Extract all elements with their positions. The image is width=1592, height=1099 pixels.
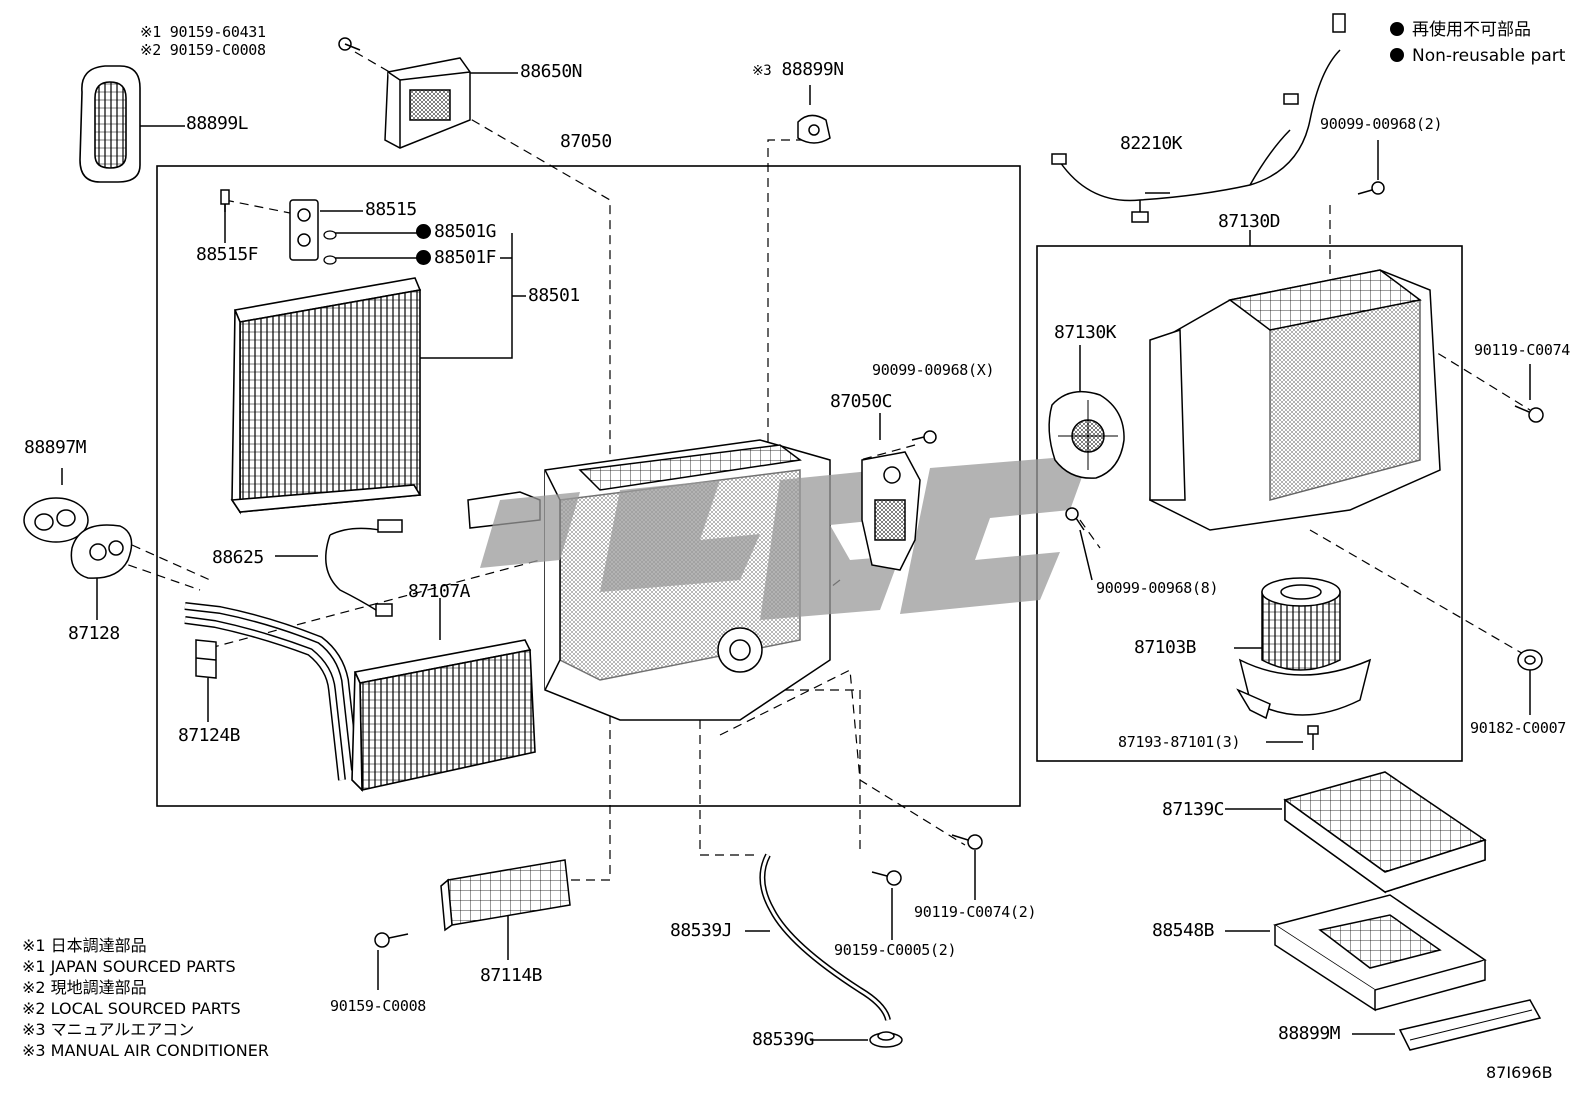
label-90099-00968-X[interactable]: 90099-00968(X) [872,361,995,379]
part-screw-90099-2 [1357,181,1385,195]
part-87103B-blower [1236,577,1372,720]
bullet-icon [1390,48,1404,62]
label-90099-00968-2[interactable]: 90099-00968(2) [1320,115,1443,133]
label-88650N[interactable]: 88650N [520,61,583,82]
part-screw-90159-C0005 [871,870,902,886]
footnote-2-jp: ※2 現地調達部品 [22,978,147,997]
part-88501-evaporator [230,277,422,515]
part-87139C-filter [1283,771,1487,894]
label-90099-00968-8[interactable]: 90099-00968(8) [1096,579,1219,597]
part-87050C-actuator [861,451,921,571]
label-90182-C0007[interactable]: 90182-C0007 [1470,719,1567,737]
part-screw-90119-C0074 [1514,405,1544,423]
label-87130K[interactable]: 87130K [1054,322,1117,343]
part-screw-90159-C0008 [374,932,409,948]
label-88501G[interactable]: 88501G [416,222,497,242]
label-87050[interactable]: 87050 [560,131,612,152]
label-87128[interactable]: 87128 [68,623,120,644]
part-87130K-cover [1048,390,1125,479]
label-90119-C0074[interactable]: 90119-C0074 [1474,341,1571,359]
label-88515F[interactable]: 88515F [196,244,259,265]
part-88899N-clip [797,114,831,144]
part-88899L-cover [79,65,141,183]
part-88515-valve [220,189,319,261]
leader-lines [61,72,1531,1041]
non-reusable-dot-icon [416,224,431,239]
label-90159-C0008-top[interactable]: ※2 90159-C0008 [140,41,266,59]
part-88625-sensor [325,519,403,617]
part-88897M-grommet [23,497,89,543]
label-88899N-mark: ※3 [752,63,772,79]
legend-non-reusable-jp: 再使用不可部品 [1390,18,1531,42]
legend-non-reusable-en: Non-reusable part [1390,44,1565,68]
part-87128-plate [70,524,133,579]
non-reusable-dot-icon [416,250,431,265]
part-screw-87193 [1307,725,1319,750]
label-88899L[interactable]: 88899L [186,113,249,134]
label-88899M[interactable]: 88899M [1278,1023,1341,1044]
label-87103B[interactable]: 87103B [1134,637,1197,658]
part-87107A-heater-core [184,602,536,792]
part-88539G-grommet [869,1031,903,1048]
part-screw-90099-X [911,430,937,444]
label-87193-87101[interactable]: 87193-87101(3) [1118,733,1241,751]
label-87139C[interactable]: 87139C [1162,799,1225,820]
label-88625[interactable]: 88625 [212,547,264,568]
part-screw-90119-C0074-2 [951,834,983,850]
label-87050C[interactable]: 87050C [830,391,893,412]
label-90159-C0005-2[interactable]: 90159-C0005(2) [834,941,957,959]
label-90159-C0008-bottom[interactable]: 90159-C0008 [330,997,427,1015]
part-87130D-blower-case [1149,269,1441,531]
part-screw-90099-8 [1065,507,1085,531]
label-87107A[interactable]: 87107A [408,581,471,602]
part-87124B-clamp [195,639,217,679]
label-90159-60431[interactable]: ※1 90159-60431 [140,23,266,41]
part-88539J-hose-inner [760,854,890,1021]
part-88899M-strip [1398,999,1542,1051]
footnote-1-jp: ※1 日本調達部品 [22,936,147,955]
footnote-3-en: ※3 MANUAL AIR CONDITIONER [22,1041,269,1060]
label-88897M[interactable]: 88897M [24,437,87,458]
label-88899N-text: 88899N [781,59,845,80]
part-88548B-tray [1273,894,1487,1012]
label-88899N[interactable]: ※3 88899N [752,60,844,81]
label-88548B[interactable]: 88548B [1152,920,1215,941]
part-o-rings [323,230,337,265]
part-nut-90182 [1517,649,1543,671]
figure-id: 87I696B [1486,1063,1553,1082]
footnote-3-jp: ※3 マニュアルエアコン [22,1020,195,1039]
label-88515[interactable]: 88515 [365,199,417,220]
part-88650N-amplifier [338,37,471,149]
label-87114B[interactable]: 87114B [480,965,543,986]
part-82210K-harness [1051,13,1346,223]
label-90119-C0074-2[interactable]: 90119-C0074(2) [914,903,1037,921]
label-88501[interactable]: 88501 [528,285,580,306]
footnote-2-en: ※2 LOCAL SOURCED PARTS [22,999,241,1018]
footnote-1-en: ※1 JAPAN SOURCED PARTS [22,957,236,976]
label-88539G[interactable]: 88539G [752,1029,815,1050]
part-87114B-grille [440,859,571,932]
label-88501F[interactable]: 88501F [416,248,497,268]
label-88539J[interactable]: 88539J [670,920,733,941]
label-87130D[interactable]: 87130D [1218,211,1281,232]
label-87124B[interactable]: 87124B [178,725,241,746]
bullet-icon [1390,22,1404,36]
label-82210K[interactable]: 82210K [1120,133,1183,154]
